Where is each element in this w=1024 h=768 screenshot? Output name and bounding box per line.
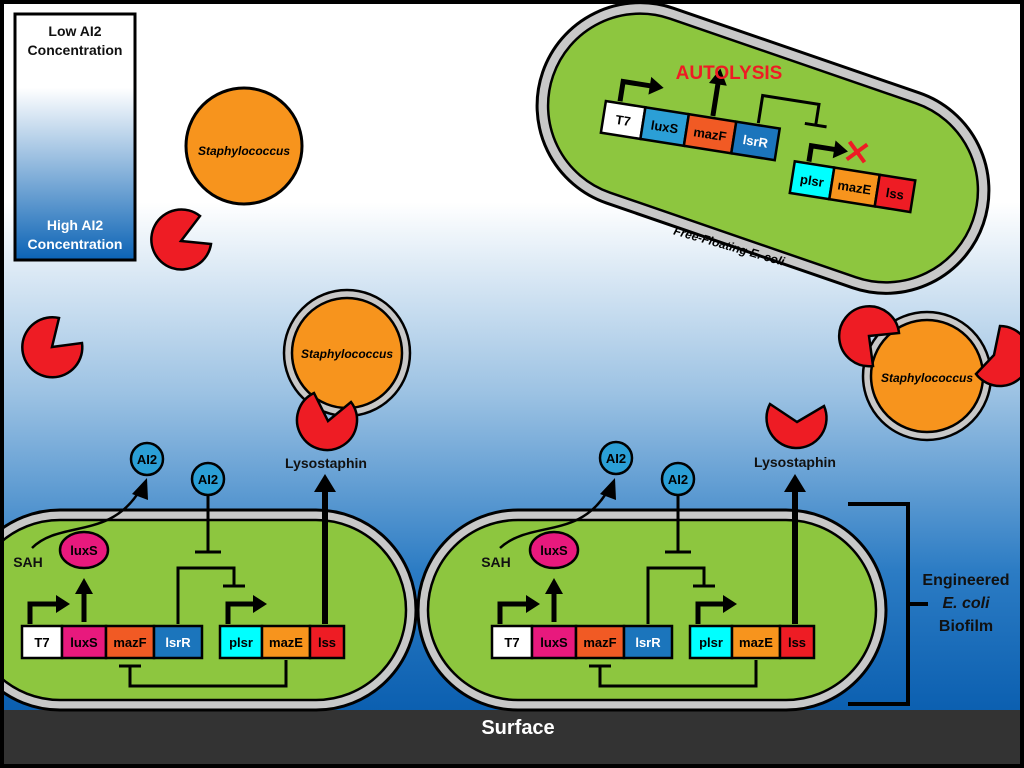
staph-label-1: Staphylococcus [198,144,290,158]
legend-high-line1: High AI2 [47,217,103,233]
bf2-luxs-enzyme: luxS [540,543,568,558]
ai2-concentration-legend: Low AI2 Concentration High AI2 Concentra… [13,12,137,262]
lysostaphin-enzyme-2 [21,316,84,379]
legend-low-line2: Concentration [28,42,123,58]
bf2-lysostaphin-label: Lysostaphin [754,454,836,470]
ff-gene-lss: lss [885,185,905,203]
legend-low-line1: Low AI2 [48,23,101,39]
surface-label: Surface [481,717,554,739]
bf1-gene-mazf: mazF [113,635,146,650]
bf2-ai2-in: AI2 [668,472,688,487]
legend-high-line2: Concentration [28,236,123,252]
bf2-gene-lss: lss [788,635,806,650]
bf1-ai2-in: AI2 [198,472,218,487]
biofilm-cell-left: T7 luxS mazF lsrR plsr mazE lss luxS [0,474,418,712]
bf2-gene-lsrr: lsrR [635,635,661,650]
ff-gene-t7: T7 [614,112,631,129]
bf1-gene-t7: T7 [34,635,49,650]
lysostaphin-bound-2 [838,305,901,368]
ff-gene-maze: mazE [836,177,872,197]
staphylococcus-cell-2: Staphylococcus [282,288,412,418]
staph-label-3: Staphylococcus [881,371,973,385]
bf1-gene-luxs: luxS [70,635,98,650]
ai2-molecule-out-2 [598,440,634,476]
bf1-luxs-enzyme: luxS [70,543,98,558]
biofilm-bracket [848,502,928,706]
surface-bar [4,710,1020,764]
bf2-gene-maze: mazE [739,635,773,650]
bf1-ai2-out: AI2 [137,452,157,467]
bf1-lysostaphin-label: Lysostaphin [285,455,367,471]
ff-gene-lsrr: lsrR [742,132,770,151]
bf1-sah-label: SAH [13,554,43,570]
bf2-ai2-out: AI2 [606,451,626,466]
bf2-gene-plsr: plsr [699,635,723,650]
ff-gene-plsr: plsr [799,171,825,190]
bf1-gene-plsr: plsr [229,635,253,650]
ff-gene-luxs: luxS [650,117,680,136]
ai2-molecule-in-2 [660,461,696,497]
ai2-molecule-in-1 [190,461,226,497]
staphylococcus-cell-1: Staphylococcus [184,86,304,206]
bf2-gene-mazf: mazF [583,635,616,650]
biofilm-label-line1: Engineered [922,572,1009,589]
lysostaphin-bound-3 [974,324,1024,388]
lysostaphin-enzyme-1 [150,208,213,271]
bf2-gene-t7: T7 [504,635,519,650]
bf1-gene-maze: mazE [269,635,303,650]
free-floating-ecoli: T7 luxS mazF lsrR plsr mazE lss [535,1,991,295]
lysostaphin-enzyme-3 [765,402,828,450]
autolysis-label: AUTOLYSIS [676,63,783,84]
bf2-gene-luxs: luxS [540,635,568,650]
staphylococcus-cell-3: Staphylococcus [861,310,993,442]
biofilm-cell-right: T7 luxS mazF lsrR plsr mazE lss luxS SAH [416,474,888,712]
bf2-sah-label: SAH [481,554,511,570]
biofilm-label-line2: E. coli [942,595,990,612]
bf1-gene-lss: lss [318,635,336,650]
biofilm-label-line3: Biofilm [939,618,993,635]
bf1-gene-lsrr: lsrR [165,635,191,650]
ff-gene-mazf: mazF [692,124,727,144]
ai2-molecule-out-1 [129,441,165,477]
lysostaphin-bound-1 [295,391,359,452]
staph-label-2: Staphylococcus [301,347,393,361]
